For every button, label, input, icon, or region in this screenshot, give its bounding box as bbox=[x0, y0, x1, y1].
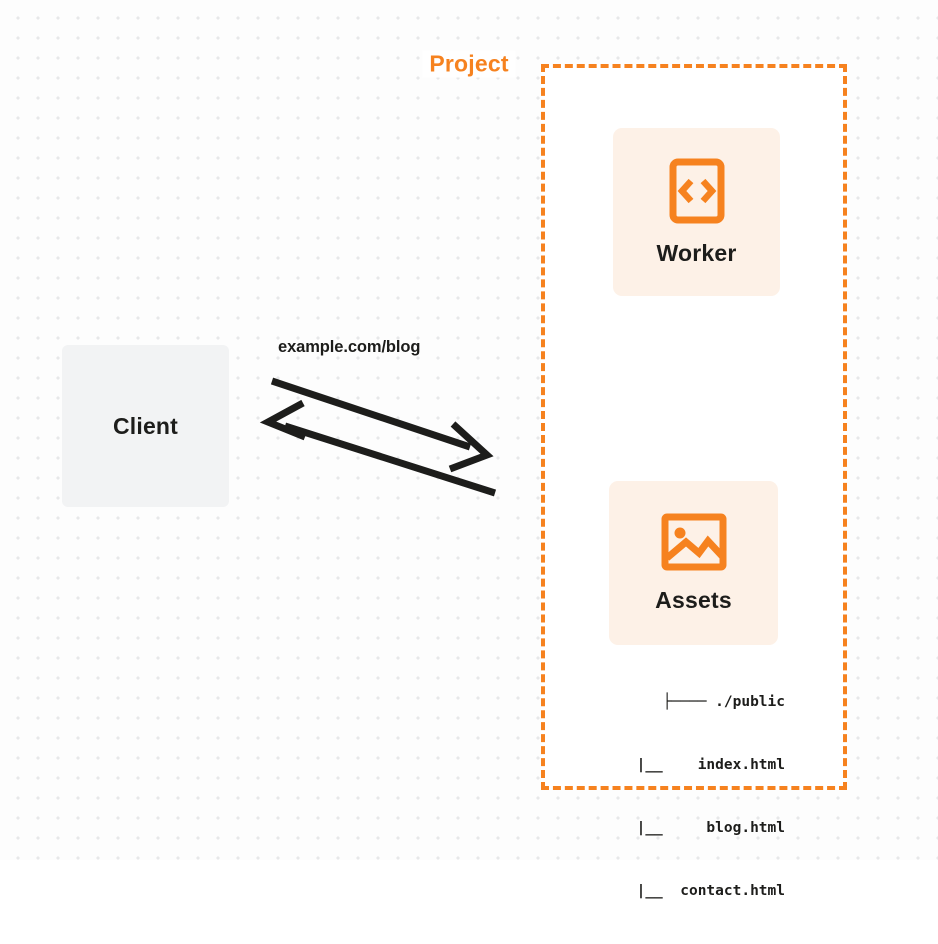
worker-card[interactable]: Worker bbox=[613, 128, 780, 296]
file-tree-row: |__ contact.html bbox=[619, 883, 785, 899]
code-brackets-icon bbox=[669, 158, 725, 224]
assets-card[interactable]: Assets bbox=[609, 481, 778, 645]
connection-label: example.com/blog bbox=[278, 338, 421, 356]
response-arrow bbox=[259, 399, 497, 497]
file-tree-row: ├──── ./public bbox=[662, 694, 785, 710]
client-label: Client bbox=[112, 412, 179, 439]
diagram-canvas: Client example.com/blog Project Worker bbox=[0, 0, 938, 899]
image-icon bbox=[661, 513, 727, 571]
file-tree-row: |__ index.html bbox=[619, 757, 785, 773]
request-arrow bbox=[270, 377, 494, 473]
file-tree-row: |__ blog.html bbox=[619, 820, 785, 836]
file-tree: ├──── ./public |__ index.html |__ blog.h… bbox=[560, 650, 785, 944]
assets-label: Assets bbox=[655, 586, 732, 613]
project-title: Project bbox=[422, 50, 516, 78]
worker-label: Worker bbox=[656, 239, 737, 266]
client-node[interactable]: Client bbox=[62, 345, 229, 507]
